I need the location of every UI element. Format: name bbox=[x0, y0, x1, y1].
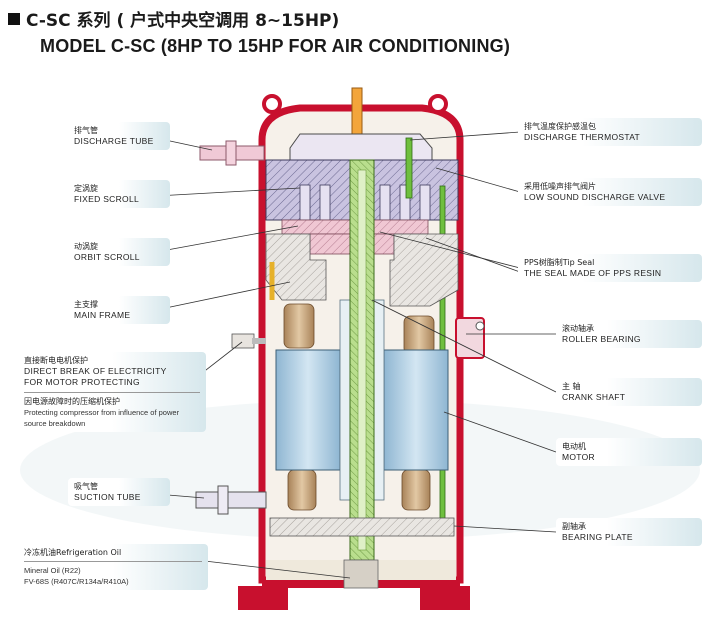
label-cn: 滚动轴承 bbox=[562, 324, 594, 333]
label-motor: 电动机 MOTOR bbox=[556, 438, 702, 466]
label-low-sound-valve: 采用低噪声排气阀片 LOW SOUND DISCHARGE VALVE bbox=[518, 178, 702, 206]
label-motor-protect: 直接断电电机保护 DIRECT BREAK OF ELECTRICITY FOR… bbox=[18, 352, 206, 432]
motor-stator bbox=[275, 349, 449, 471]
label-en: SUCTION TUBE bbox=[74, 492, 141, 502]
label-en: LOW SOUND DISCHARGE VALVE bbox=[524, 192, 666, 202]
discharge-tube-part bbox=[199, 140, 265, 166]
label-cn: 冷冻机油Refrigeration Oil bbox=[24, 548, 122, 557]
label-en: BEARING PLATE bbox=[562, 532, 633, 542]
label-sub-1: Mineral Oil (R22) bbox=[24, 566, 81, 575]
label-tip-seal: PPS树脂制Tip Seal THE SEAL MADE OF PPS RESI… bbox=[518, 254, 702, 282]
label-cn: 排气温度保护感温包 bbox=[524, 122, 596, 131]
label-oil: 冷冻机油Refrigeration Oil Mineral Oil (R22) … bbox=[18, 544, 208, 590]
label-sub-2: source breakdown bbox=[24, 419, 86, 428]
page-title-cn: C-SC 系列 ( 户式中央空调用 8~15HP) bbox=[8, 6, 339, 31]
top-tube bbox=[351, 87, 363, 141]
label-main-frame: 主支撑 MAIN FRAME bbox=[68, 296, 170, 324]
label-cn: 电动机 bbox=[562, 442, 586, 451]
base-foot bbox=[420, 586, 470, 610]
label-cn: 直接断电电机保护 bbox=[24, 356, 88, 365]
label-en: THE SEAL MADE OF PPS RESIN bbox=[524, 268, 662, 278]
bullet-square-icon bbox=[8, 12, 20, 25]
bearing-plate-part bbox=[269, 517, 455, 537]
motor-protector bbox=[231, 333, 266, 349]
label-cn: 排气管 bbox=[74, 126, 98, 135]
label-roller-bearing: 滚动轴承 ROLLER BEARING bbox=[556, 320, 702, 348]
suction-tube-part bbox=[195, 485, 267, 515]
label-cn: 动涡旋 bbox=[74, 242, 98, 251]
base-foot bbox=[238, 586, 288, 610]
lifting-lug bbox=[428, 94, 448, 114]
label-en: MAIN FRAME bbox=[74, 310, 131, 320]
label-cn: 吸气管 bbox=[74, 482, 98, 491]
label-en: FIXED SCROLL bbox=[74, 194, 140, 204]
label-suction-tube: 吸气管 SUCTION TUBE bbox=[68, 478, 170, 506]
label-discharge-thermostat: 排气温度保护感温包 DISCHARGE THERMOSTAT bbox=[518, 118, 702, 146]
label-cn: 定涡旋 bbox=[74, 184, 98, 193]
thermostat-bolt bbox=[405, 137, 413, 199]
motor-windings bbox=[283, 303, 435, 511]
label-cn: 副轴承 bbox=[562, 522, 586, 531]
label-discharge-tube: 排气管 DISCHARGE TUBE bbox=[68, 122, 170, 150]
label-crank-shaft: 主 轴 CRANK SHAFT bbox=[556, 378, 702, 406]
label-fixed-scroll: 定涡旋 FIXED SCROLL bbox=[68, 180, 170, 208]
label-bearing-plate: 副轴承 BEARING PLATE bbox=[556, 518, 702, 546]
label-orbit-scroll: 动涡旋 ORBIT SCROLL bbox=[68, 238, 170, 266]
page-title-en: MODEL C-SC (8HP TO 15HP FOR AIR CONDITIO… bbox=[40, 36, 511, 56]
label-en-1: DIRECT BREAK OF ELECTRICITY bbox=[24, 366, 167, 376]
label-en: DISCHARGE TUBE bbox=[74, 136, 154, 146]
oil-pump bbox=[343, 559, 379, 589]
label-en: DISCHARGE THERMOSTAT bbox=[524, 132, 641, 142]
label-en: ORBIT SCROLL bbox=[74, 252, 140, 262]
label-en-2: FOR MOTOR PROTECTING bbox=[24, 377, 140, 387]
label-cn: 采用低噪声排气阀片 bbox=[524, 182, 596, 191]
label-cn-2: 因电源故障时的压缩机保护 bbox=[24, 397, 120, 406]
label-en: MOTOR bbox=[562, 452, 595, 462]
label-en: CRANK SHAFT bbox=[562, 392, 626, 402]
terminal-box bbox=[455, 317, 485, 359]
label-cn: 主支撑 bbox=[74, 300, 98, 309]
label-en: ROLLER BEARING bbox=[562, 334, 641, 344]
leader-lines bbox=[155, 131, 557, 579]
label-cn: PPS树脂制Tip Seal bbox=[524, 258, 595, 267]
label-sub-2: FV-68S (R407C/R134a/R410A) bbox=[24, 577, 129, 586]
label-sub-1: Protecting compressor from influence of … bbox=[24, 408, 180, 417]
title-cn-text: C-SC 系列 ( 户式中央空调用 8~15HP) bbox=[26, 11, 340, 31]
label-cn: 主 轴 bbox=[562, 382, 581, 391]
lifting-lug bbox=[262, 94, 282, 114]
